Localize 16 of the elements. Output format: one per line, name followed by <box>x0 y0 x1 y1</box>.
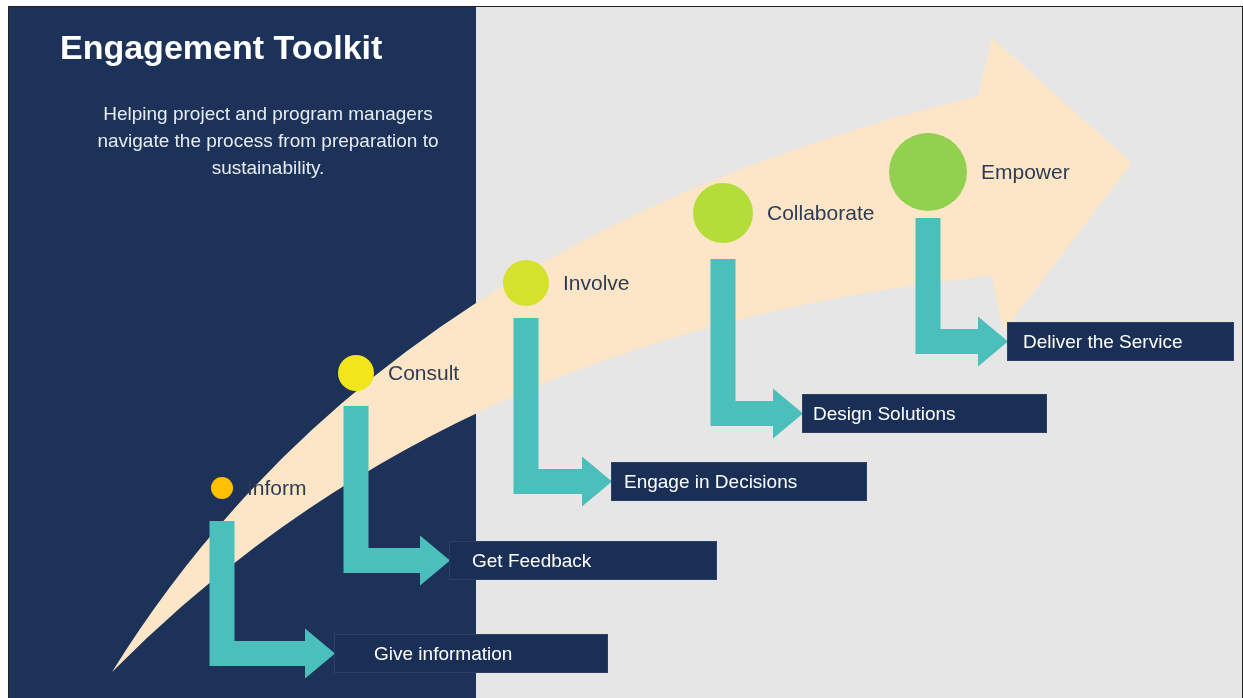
stage-label: Consult <box>388 361 460 385</box>
result-box: Deliver the Service <box>1008 323 1233 360</box>
bent-arrow <box>513 318 612 507</box>
bent-arrow <box>915 218 1008 367</box>
description: Helping project and program managers navigate the process from preparation to sustainability. <box>96 102 440 180</box>
stage-label: Involve <box>563 271 630 295</box>
bent-arrow <box>209 521 335 679</box>
bent-arrow <box>343 406 450 586</box>
result-box: Design Solutions <box>803 395 1046 432</box>
title: Engagement Toolkit <box>60 28 383 67</box>
result-box: Get Feedback <box>450 542 716 579</box>
stage-label: Empower <box>981 160 1070 184</box>
result-box: Give information <box>335 635 607 672</box>
stage-label: Collaborate <box>767 201 875 225</box>
bent-arrow <box>710 259 803 439</box>
result-box: Engage in Decisions <box>612 463 866 500</box>
